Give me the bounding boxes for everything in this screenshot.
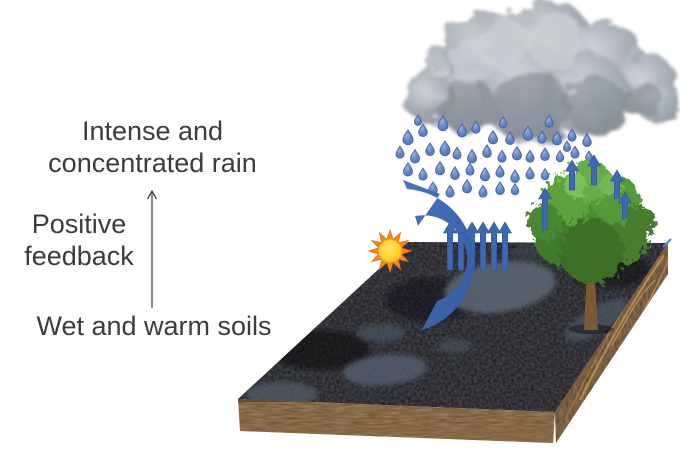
feedback-direction-arrow bbox=[146, 189, 158, 308]
raindrop-icon bbox=[462, 178, 472, 194]
corner-handle-artifact bbox=[662, 238, 672, 248]
sun-icon bbox=[367, 228, 413, 274]
feedback-loop-arrow-icon bbox=[403, 180, 475, 330]
raindrop-icon bbox=[522, 125, 534, 141]
raindrop-icon bbox=[488, 129, 498, 145]
raindrop-icon bbox=[395, 145, 405, 159]
raindrop-icon bbox=[510, 169, 520, 183]
raindrop-icon bbox=[402, 129, 414, 146]
raindrop-icon bbox=[570, 145, 580, 159]
raindrop-icon bbox=[525, 149, 535, 163]
raindrop-icon bbox=[465, 162, 475, 176]
raindrop-icon bbox=[467, 148, 477, 164]
raindrop-icon bbox=[555, 149, 565, 163]
tree-icon bbox=[527, 160, 656, 334]
cloud-icon bbox=[405, 0, 679, 146]
label-positive-feedback-line1: Positive bbox=[31, 209, 127, 239]
raindrop-icon bbox=[403, 161, 413, 177]
transpiration-arrows-group bbox=[537, 154, 633, 231]
raindrop-icon bbox=[495, 164, 505, 178]
raindrop-icon bbox=[482, 144, 492, 158]
raindrop-icon bbox=[510, 182, 520, 196]
raindrop-icon bbox=[437, 115, 449, 132]
label-intense-rain: Intense and concentrated rain bbox=[30, 115, 275, 179]
raindrop-icon bbox=[452, 146, 462, 160]
raindrop-icon bbox=[450, 166, 460, 180]
transpiration-arrow-icon bbox=[617, 191, 633, 219]
raindrop-icon bbox=[498, 115, 508, 129]
raindrop-icon bbox=[471, 120, 481, 134]
raindrop-icon bbox=[505, 131, 515, 145]
label-positive-feedback-line2: feedback bbox=[24, 241, 134, 271]
raindrop-icon bbox=[582, 133, 592, 147]
raindrop-icon bbox=[418, 167, 428, 181]
transpiration-arrow-icon bbox=[586, 154, 602, 186]
transpiration-arrow-icon bbox=[609, 169, 625, 200]
label-intense-rain-line2: concentrated rain bbox=[48, 148, 257, 178]
label-wet-warm-soils: Wet and warm soils bbox=[36, 311, 272, 341]
raindrop-icon bbox=[540, 167, 550, 181]
raindrop-icon bbox=[445, 184, 455, 198]
raindrop-icon bbox=[457, 122, 467, 138]
raindrop-icon bbox=[413, 114, 423, 126]
raindrop-icon bbox=[410, 148, 420, 164]
raindrop-icon bbox=[478, 184, 488, 198]
raindrop-icon bbox=[435, 160, 445, 176]
label-positive-feedback: Positive feedback bbox=[4, 208, 154, 272]
raindrop-icon bbox=[540, 147, 550, 161]
raindrop-icon bbox=[512, 145, 522, 161]
transpiration-arrow-icon bbox=[564, 159, 580, 191]
raindrop-icon bbox=[497, 149, 507, 163]
evaporation-arrow-icon bbox=[497, 221, 513, 271]
tree-crown bbox=[527, 160, 656, 284]
raindrop-icon bbox=[552, 130, 562, 146]
raindrop-icon bbox=[562, 140, 572, 152]
raindrop-icon bbox=[480, 166, 490, 182]
transpiration-arrow-icon bbox=[537, 187, 553, 231]
raindrops-group bbox=[395, 114, 594, 198]
raindrop-icon bbox=[567, 128, 577, 142]
raindrop-icon bbox=[425, 142, 435, 156]
raindrop-icon bbox=[544, 114, 554, 128]
label-intense-rain-line1: Intense and bbox=[81, 116, 224, 146]
raindrop-icon bbox=[537, 130, 547, 144]
raindrop-icon bbox=[525, 166, 535, 180]
raindrop-icon bbox=[495, 181, 505, 195]
raindrop-icon bbox=[418, 123, 428, 137]
raindrop-icon bbox=[439, 140, 451, 157]
